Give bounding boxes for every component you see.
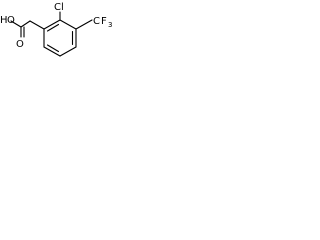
ring-double-bond-3 xyxy=(46,44,60,53)
hydroxyl-oxygen-label: O xyxy=(7,15,15,26)
cf3-fluorine-label: F xyxy=(101,16,107,27)
ring-bond-1 xyxy=(43,19,61,30)
structure-diagram: Cl H O O C F 3 xyxy=(0,2,112,57)
chlorine-label: Cl xyxy=(54,2,64,13)
methylene-bond-1 xyxy=(29,20,45,30)
ring-bond-4 xyxy=(59,46,77,57)
hydroxyl-bond xyxy=(10,20,22,28)
cf3-carbon-label: C xyxy=(93,16,100,27)
methylene-bond-2 xyxy=(20,20,31,28)
ring-bond-2 xyxy=(59,19,77,30)
hydroxyl-hydrogen-label: H xyxy=(0,15,8,26)
cf3-bond xyxy=(75,19,93,30)
cf3-fluorine-count-label: 3 xyxy=(108,21,112,29)
ring-bond-5 xyxy=(43,46,61,57)
carbonyl-oxygen-label: O xyxy=(16,39,24,50)
ring-double-bond-1 xyxy=(46,23,60,32)
